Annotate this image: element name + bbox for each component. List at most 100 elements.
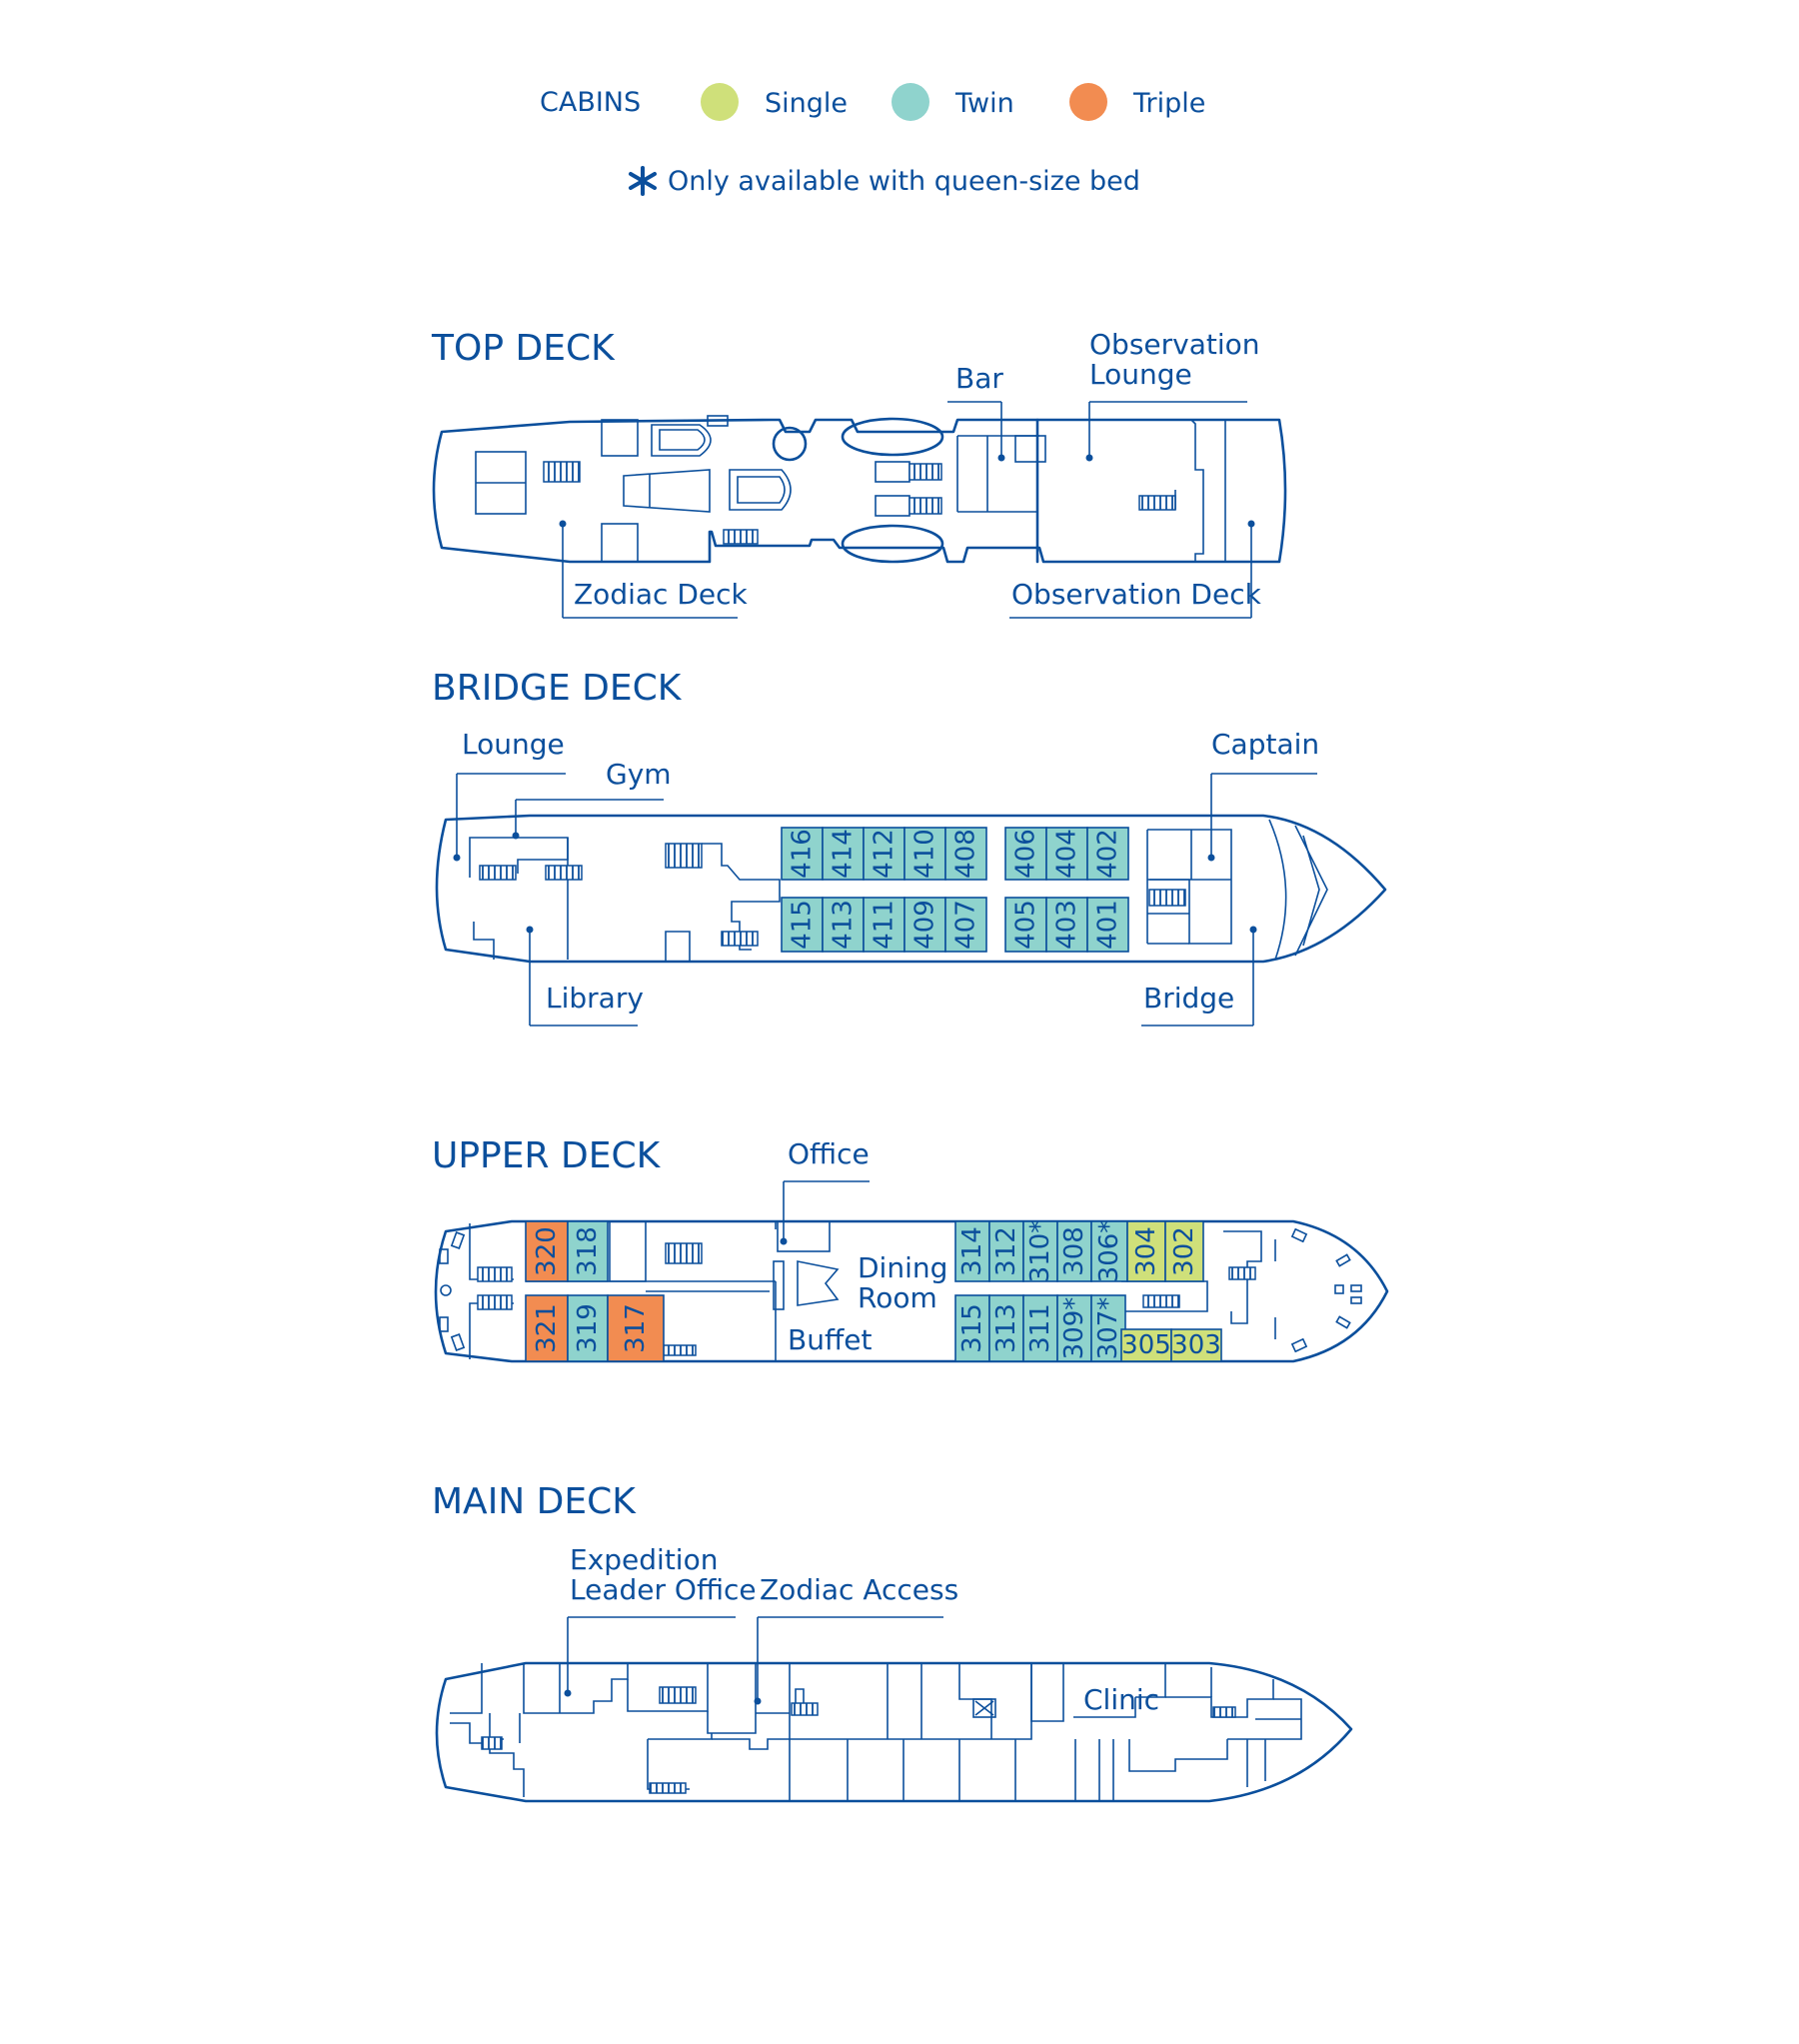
- cabin-303[interactable]: 303: [1170, 1328, 1222, 1362]
- label-buffet: Buffet: [788, 1323, 872, 1356]
- cabin-309[interactable]: 309*: [1056, 1294, 1092, 1362]
- cabin-number: 408: [951, 829, 981, 879]
- legend-triple-swatch: [1069, 83, 1107, 121]
- cabin-317[interactable]: 317: [607, 1294, 665, 1362]
- cabin-318[interactable]: 318: [567, 1220, 609, 1282]
- cabin-314[interactable]: 314: [954, 1220, 990, 1282]
- cabin-number: 409: [910, 900, 940, 950]
- label-office: Office: [788, 1137, 870, 1170]
- stairs-icon: [481, 1736, 503, 1750]
- stairs-icon: [649, 1782, 687, 1794]
- stairs-icon: [791, 1702, 819, 1716]
- top-deck-room: [601, 523, 639, 563]
- label-dining-1: Dining: [858, 1251, 947, 1284]
- stairs-icon: [543, 461, 581, 483]
- cabin-401[interactable]: 401: [1086, 897, 1129, 953]
- cabin-414[interactable]: 414: [822, 827, 865, 881]
- top-deck: TOP DECK: [431, 328, 1287, 619]
- label-gym: Gym: [606, 758, 672, 791]
- label-bridge: Bridge: [1143, 982, 1234, 1015]
- cabin-403[interactable]: 403: [1045, 897, 1088, 953]
- cabin-408[interactable]: 408: [944, 827, 987, 881]
- cabin-number: 404: [1052, 829, 1082, 879]
- cabin-box: [903, 897, 946, 953]
- lifeboat-starboard: [841, 524, 944, 564]
- cabin-box: [1004, 897, 1047, 953]
- cabin-number: 313: [991, 1303, 1021, 1353]
- stairs-icon: [1228, 1266, 1256, 1280]
- stairs-icon: [663, 1344, 697, 1356]
- cabin-410[interactable]: 410: [903, 827, 946, 881]
- cabin-307[interactable]: 307*: [1090, 1294, 1126, 1362]
- cabin-308[interactable]: 308: [1056, 1220, 1092, 1282]
- cabin-315[interactable]: 315: [954, 1294, 990, 1362]
- cabin-413[interactable]: 413: [822, 897, 865, 953]
- cabin-306[interactable]: 306*: [1090, 1220, 1128, 1283]
- cabin-box: [944, 827, 987, 881]
- cabin-number: 415: [788, 900, 818, 950]
- stairs-icon: [908, 497, 942, 515]
- cabin-321[interactable]: 321: [525, 1294, 569, 1362]
- buffet-counter: [797, 1260, 840, 1306]
- cabin-404[interactable]: 404: [1045, 827, 1088, 881]
- cabin-box: [863, 897, 905, 953]
- cabin-313[interactable]: 313: [988, 1294, 1024, 1362]
- main-deck: MAIN DECK: [432, 1481, 1353, 1803]
- cabin-box: [607, 1294, 665, 1362]
- cabin-number: 416: [788, 829, 818, 879]
- cabin-402[interactable]: 402: [1086, 827, 1129, 881]
- cabin-409[interactable]: 409: [903, 897, 946, 953]
- cabin-407[interactable]: 407: [944, 897, 987, 953]
- cabin-box: [988, 1220, 1024, 1282]
- cabin-405[interactable]: 405: [1004, 897, 1047, 953]
- cabin-416[interactable]: 416: [781, 827, 824, 881]
- cabin-box: [1164, 1220, 1204, 1282]
- cabin-302[interactable]: 302: [1164, 1220, 1204, 1282]
- cabin-number: 302: [1169, 1226, 1199, 1276]
- cabin-number: 401: [1093, 900, 1123, 950]
- main-deck-hull: [435, 1661, 1353, 1803]
- cabin-415[interactable]: 415: [781, 897, 824, 953]
- main-deck-walls: [450, 1663, 1302, 1801]
- cabin-305[interactable]: 305: [1120, 1328, 1172, 1362]
- legend: CABINS Single Twin Triple Only available…: [540, 83, 1205, 197]
- cabin-320[interactable]: 320: [525, 1220, 569, 1282]
- cabin-number: 319: [573, 1303, 603, 1353]
- upper-deck-hull: [434, 1219, 1389, 1363]
- cabin-number: 406: [1011, 829, 1041, 879]
- stairs-icon: [545, 865, 583, 881]
- cabin-box: [822, 827, 865, 881]
- cabin-box: [954, 1294, 990, 1362]
- cabin-box: [1170, 1328, 1222, 1362]
- stairs-icon: [659, 1686, 697, 1704]
- cabin-406[interactable]: 406: [1004, 827, 1047, 881]
- label-lounge: Lounge: [462, 728, 565, 761]
- cabin-319[interactable]: 319: [567, 1294, 609, 1362]
- cabin-number: 402: [1093, 829, 1123, 879]
- cabin-304[interactable]: 304: [1126, 1220, 1166, 1282]
- cabin-number: 405: [1011, 900, 1041, 950]
- cabin-number: 314: [957, 1226, 987, 1276]
- top-deck-title: TOP DECK: [431, 328, 616, 369]
- cabin-box: [1086, 897, 1129, 953]
- legend-twin-label: Twin: [954, 88, 1014, 119]
- cabin-310[interactable]: 310*: [1022, 1220, 1058, 1283]
- stairs-icon: [1212, 1706, 1236, 1718]
- cabin-box: [567, 1220, 609, 1282]
- stairs-icon: [1148, 889, 1186, 907]
- main-deck-title: MAIN DECK: [432, 1481, 637, 1522]
- legend-note: Only available with queen-size bed: [668, 166, 1140, 197]
- cabin-312[interactable]: 312: [988, 1220, 1024, 1282]
- cabin-412[interactable]: 412: [863, 827, 905, 881]
- top-deck-room: [601, 419, 639, 457]
- stairs-icon: [1138, 495, 1176, 511]
- cabin-411[interactable]: 411: [863, 897, 905, 953]
- label-expedition-1: Expedition: [570, 1543, 718, 1576]
- cabin-311[interactable]: 311: [1022, 1294, 1058, 1362]
- cabin-number: 321: [532, 1303, 562, 1353]
- cabin-number: 413: [829, 900, 859, 950]
